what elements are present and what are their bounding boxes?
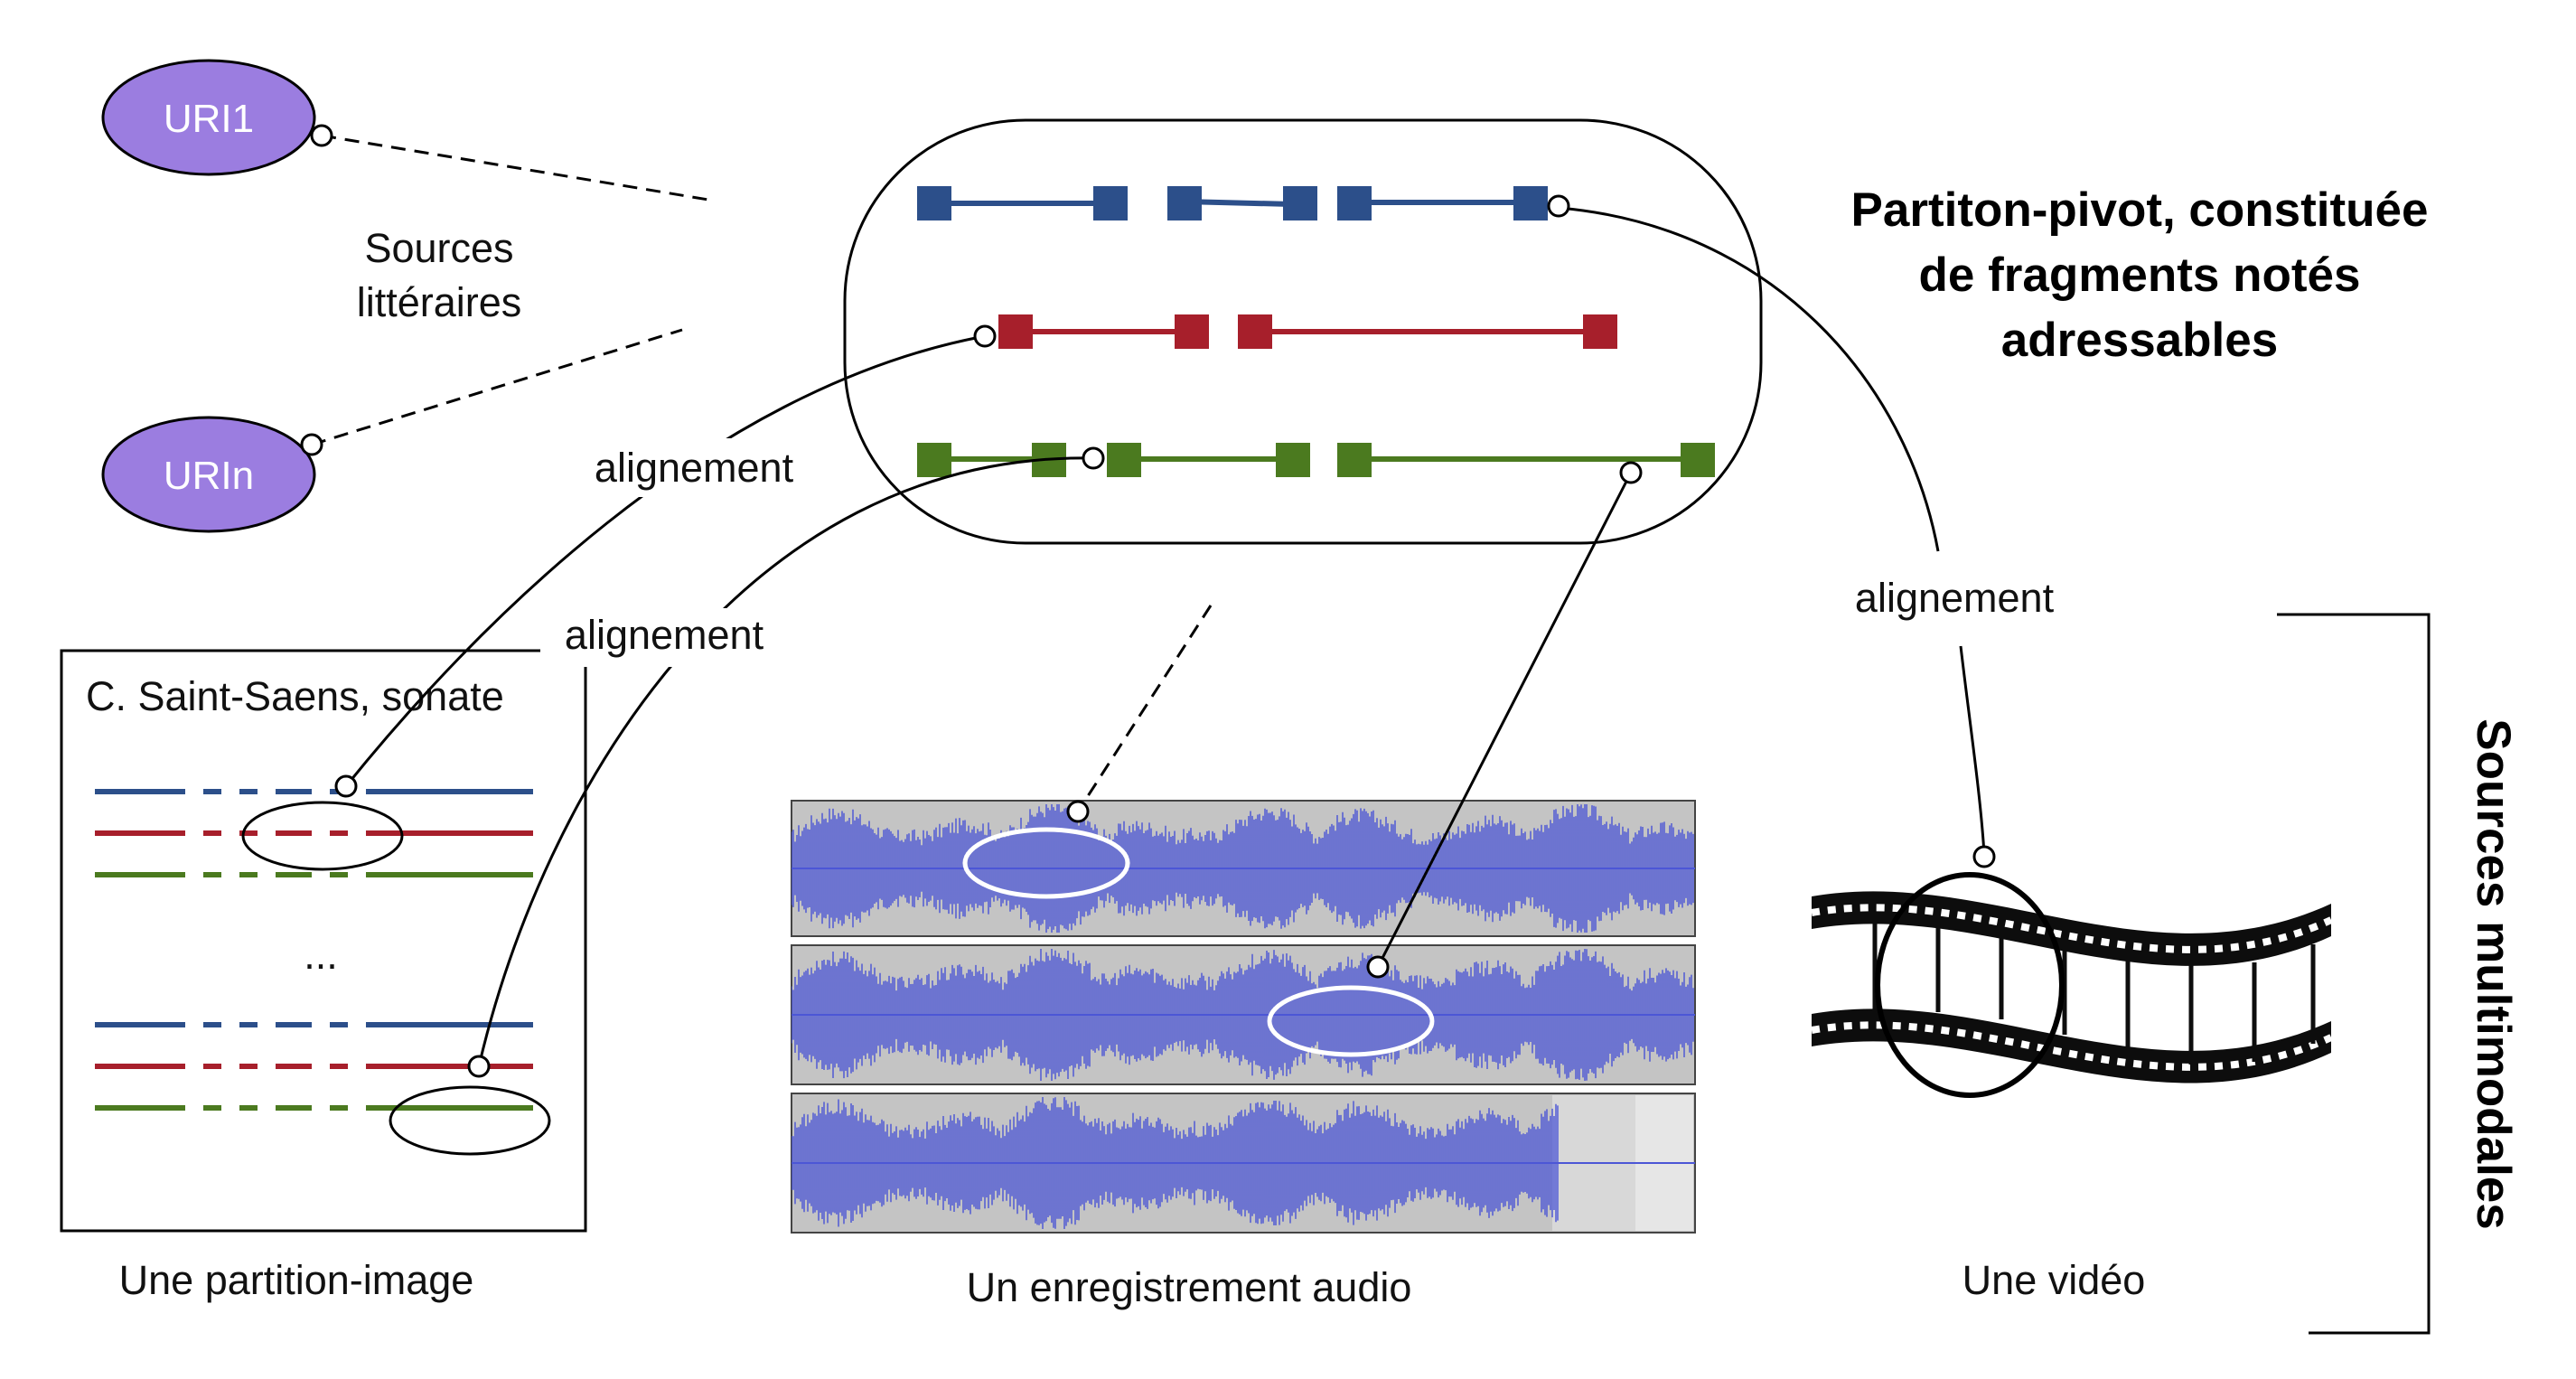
score-box-title: C. Saint-Saens, sonate xyxy=(86,673,504,719)
alignment-link-video-b xyxy=(1959,645,1986,855)
alignment-label-1: alignement xyxy=(595,445,794,491)
uri-node-n: URIn xyxy=(101,416,316,533)
pivot-title-line3: adressables xyxy=(2001,314,2278,367)
multimodal-bracket xyxy=(2277,613,2431,1335)
score-highlight-top xyxy=(241,801,404,871)
uri1-anchor-dot xyxy=(310,124,333,147)
waveform-track-1 xyxy=(792,804,1695,933)
alignment-label-3-bg xyxy=(1825,569,2087,637)
uri-node-1: URI1 xyxy=(101,59,316,176)
audio-highlight-1 xyxy=(962,827,1130,899)
pivot-staff-blue xyxy=(917,186,1548,220)
audio-waveform-panel xyxy=(791,800,1696,1234)
alignment-label-2: alignement xyxy=(565,612,764,658)
score-staves-top xyxy=(95,789,533,877)
audio-highlight-2 xyxy=(1267,985,1435,1057)
score-ellipsis: ... xyxy=(304,932,338,978)
alignment-label-1-bg xyxy=(569,438,818,497)
score-staves-bottom xyxy=(95,1022,533,1111)
alignment-link-score-red xyxy=(344,334,986,787)
pivot-audio-dashed-link xyxy=(1076,605,1213,812)
literary-sources-line2: littéraires xyxy=(357,279,522,325)
pivot-staff-red xyxy=(998,314,1617,349)
connector-dots xyxy=(334,194,1996,1078)
alignment-link-audio-green xyxy=(1376,472,1633,968)
caption-video: Une vidéo xyxy=(1962,1257,2146,1303)
alignment-link-video-a xyxy=(1558,206,1940,552)
pivot-score-capsule xyxy=(843,118,1763,545)
urin-dashed-link xyxy=(311,328,683,446)
caption-audio: Un enregistrement audio xyxy=(967,1264,1412,1310)
pivot-title-line1: Partiton-pivot, constituée xyxy=(1851,183,2429,237)
uri-1-label: URI1 xyxy=(164,97,254,141)
waveform-track-2 xyxy=(792,949,1695,1081)
uri-n-label: URIn xyxy=(164,454,254,498)
uri1-dashed-link xyxy=(321,134,715,202)
alignment-label-2-bg xyxy=(540,608,789,667)
literary-sources-line1: Sources xyxy=(364,225,513,271)
video-highlight xyxy=(1875,872,2065,1098)
pivot-staff-green xyxy=(917,443,1715,477)
score-highlight-bottom xyxy=(389,1085,551,1156)
urin-anchor-dot xyxy=(300,433,323,456)
multimodal-sources-label: Sources multimodales xyxy=(2467,718,2520,1230)
film-strip xyxy=(1811,891,2333,1084)
pivot-title-line2: de fragments notés xyxy=(1919,249,2361,302)
waveform-track-3 xyxy=(792,1097,1695,1229)
score-image-box xyxy=(60,649,587,1233)
alignment-label-3: alignement xyxy=(1855,575,2055,621)
caption-score: Une partition-image xyxy=(119,1257,474,1303)
